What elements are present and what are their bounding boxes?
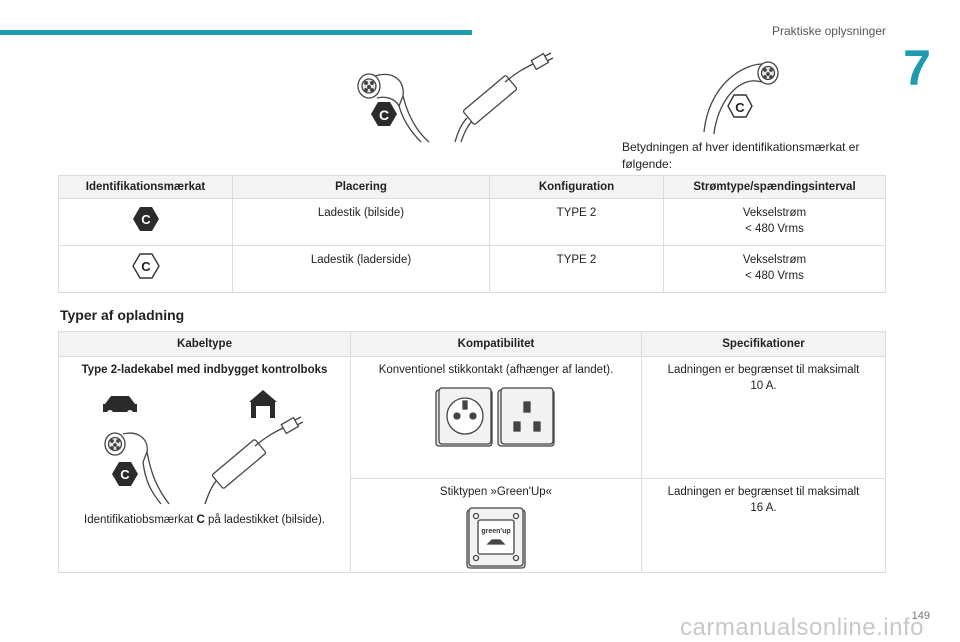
cable-type-cell: Type 2-ladekabel med indbygget kontrolbo…	[58, 356, 351, 573]
spec-text: Ladningen er begrænset til maksimalt	[667, 364, 860, 376]
header-current-type: Strømtype/spændingsinterval	[663, 175, 886, 199]
section-name: Praktiske oplysninger	[771, 24, 886, 38]
configuration-cell: TYPE 2	[489, 245, 664, 293]
marker-c-hexagon-icon: C	[371, 102, 397, 126]
greenup-socket-icon: green'up	[466, 507, 526, 569]
meaning-intro-text: Betydningen af hver identifikationsmærka…	[622, 140, 860, 171]
svg-text:C: C	[735, 100, 745, 115]
cable-with-control-box-illustration: C	[102, 390, 303, 505]
table-row: Stiktypen »Green'Up« green'up Ladningen …	[59, 478, 886, 573]
marker-c-outline-hexagon-icon: C	[727, 94, 753, 118]
header-placement: Placering	[232, 175, 490, 199]
configuration-cell: TYPE 2	[489, 198, 664, 246]
spec-limit: 10 A.	[750, 380, 777, 392]
uk-socket-icon	[497, 387, 555, 447]
table-row: C Ladestik (laderside) TYPE 2 Vekselstrø…	[58, 245, 886, 293]
specification-cell: Ladningen er begrænset til maksimalt 16 …	[641, 478, 886, 573]
svg-text:C: C	[141, 212, 151, 227]
house-icon	[248, 390, 277, 418]
current-cell: Vekselstrøm < 480 Vrms	[663, 198, 886, 246]
header-configuration: Konfiguration	[489, 175, 664, 199]
table-header-row: Kabeltype Kompatibilitet Specifikationer	[58, 331, 886, 357]
svg-text:C: C	[120, 467, 130, 482]
greenup-label: green'up	[481, 528, 510, 535]
marker-c-hexagon-icon: C	[132, 207, 159, 231]
spec-text: Ladningen er begrænset til maksimalt	[667, 486, 860, 498]
placement-cell: Ladestik (bilside)	[232, 198, 490, 246]
header-specifications: Specifikationer	[641, 331, 886, 357]
voltage-range: < 480 Vrms	[745, 223, 804, 235]
compatibility-cell: Konventionel stikkontakt (afhænger af la…	[350, 356, 642, 479]
svg-text:C: C	[141, 259, 151, 274]
table-header-row: Identifikationsmærkat Placering Konfigur…	[58, 175, 886, 199]
compatibility-text: Konventionel stikkontakt (afhænger af la…	[378, 364, 614, 376]
section-title: Typer af opladning	[60, 307, 185, 323]
control-box-icon	[203, 416, 303, 505]
marker-c-hexagon-icon: C	[111, 462, 138, 486]
compatibility-text: Stiktypen »Green'Up«	[439, 486, 553, 498]
household-sockets-illustration	[435, 387, 555, 447]
watermark: carmanualsonline.info	[680, 614, 924, 641]
svg-text:C: C	[379, 107, 389, 123]
current-type: Vekselstrøm	[742, 254, 807, 266]
control-box-icon	[454, 52, 554, 143]
voltage-range: < 480 Vrms	[745, 270, 804, 282]
marker-c-outline-hexagon-icon: C	[131, 253, 160, 279]
spec-limit: 16 A.	[750, 502, 777, 514]
compatibility-cell: Stiktypen »Green'Up« green'up	[350, 478, 642, 573]
cable-type-name: Type 2-ladekabel med indbygget kontrolbo…	[81, 364, 328, 376]
table-row: Type 2-ladekabel med indbygget kontrolbo…	[58, 356, 886, 573]
header-accent-bar	[0, 30, 472, 35]
current-cell: Vekselstrøm < 480 Vrms	[663, 245, 886, 293]
cable-note: Identifikatiobsmærkat C på ladestikket (…	[84, 514, 325, 526]
french-socket-icon	[435, 387, 493, 447]
charger-connector-illustration: C	[703, 61, 779, 135]
header-compatibility: Kompatibilitet	[350, 331, 642, 357]
charging-cable-illustration: C	[357, 52, 554, 143]
label-cell: C	[58, 245, 233, 293]
car-connector-icon	[357, 73, 430, 143]
car-icon	[102, 396, 137, 416]
charging-types-table: Kabeltype Kompatibilitet Specifikationer…	[58, 331, 886, 573]
label-cell: C	[58, 198, 233, 246]
current-type: Vekselstrøm	[742, 207, 807, 219]
header-identification: Identifikationsmærkat	[58, 175, 233, 199]
identification-label-table: Identifikationsmærkat Placering Konfigur…	[58, 175, 886, 293]
header-cable-type: Kabeltype	[58, 331, 351, 357]
car-connector-icon	[103, 432, 170, 505]
chapter-number: 7	[903, 40, 931, 96]
page-number: 149	[911, 610, 930, 622]
specification-cell: Ladningen er begrænset til maksimalt 10 …	[641, 356, 886, 479]
placement-cell: Ladestik (laderside)	[232, 245, 490, 293]
table-row: C Ladestik (bilside) TYPE 2 Vekselstrøm …	[58, 198, 886, 246]
